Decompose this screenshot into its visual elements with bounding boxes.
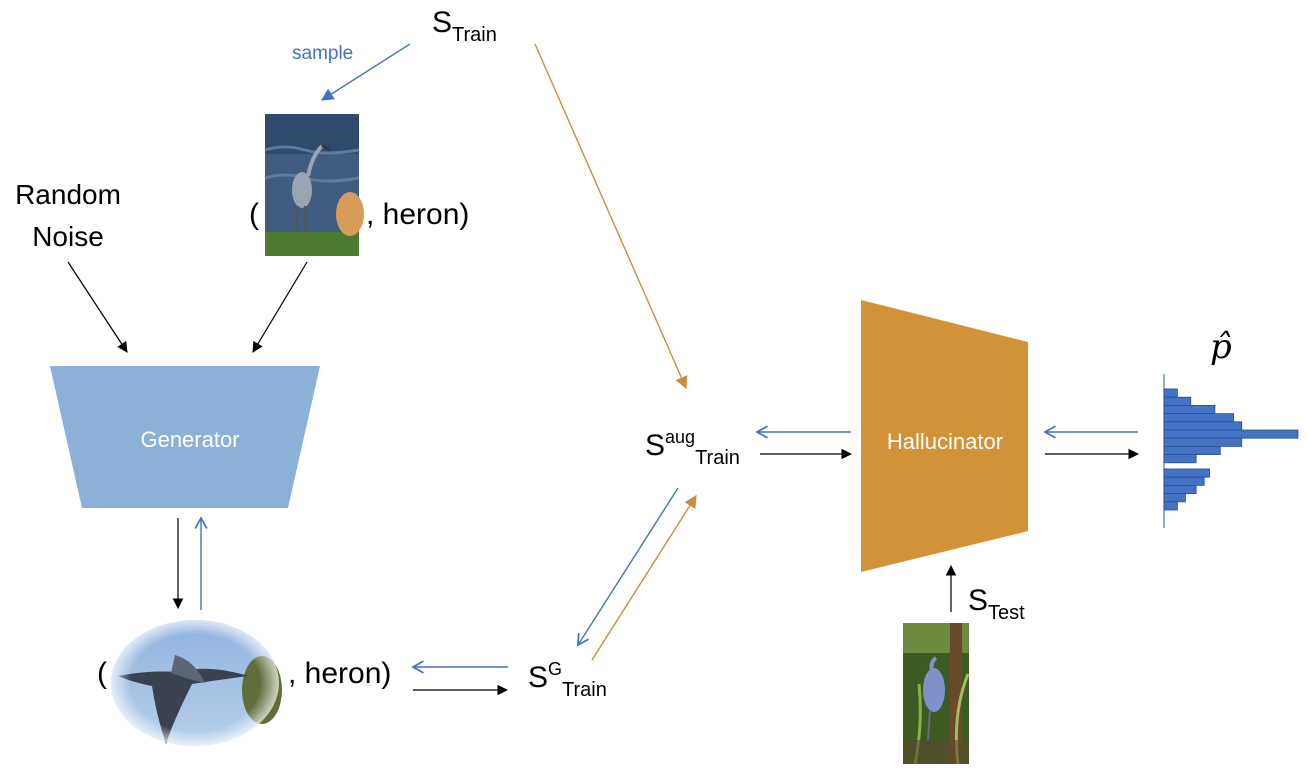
s-g-train-sup: G <box>548 659 563 679</box>
s-train-sub: Train <box>452 24 497 46</box>
random-noise-line1: Random <box>15 179 121 210</box>
random-noise-line2: Noise <box>32 221 104 252</box>
arrow-strain-sample <box>320 43 411 101</box>
heron-standing-photo <box>264 114 364 256</box>
sample-label: sample <box>292 43 354 64</box>
arrow-sample-to-generator <box>252 261 308 353</box>
histogram-bar-upper-5 <box>1163 429 1299 439</box>
histogram-bar-upper-2 <box>1163 404 1216 414</box>
gen-pair-close: , heron) <box>288 657 392 690</box>
histogram-bar-lower-4 <box>1163 501 1178 511</box>
real-pair-open: ( <box>249 198 259 231</box>
histogram-bar-upper-7 <box>1163 445 1221 455</box>
histogram <box>1163 374 1299 528</box>
s-aug-train-sup: aug <box>665 427 696 447</box>
histogram-bar-upper-0 <box>1163 388 1178 398</box>
random-noise-label: Random Noise <box>8 174 128 258</box>
histogram-bar-upper-3 <box>1163 413 1235 423</box>
histogram-bar-lower-0 <box>1163 468 1210 478</box>
heron-flying-photo <box>111 620 282 746</box>
s-g-train-base: S <box>528 661 549 694</box>
histogram-bar-upper-6 <box>1163 437 1243 447</box>
s-aug-train-label: SaugTrain <box>645 428 740 468</box>
hallucinator-shape <box>861 300 1028 572</box>
s-g-train-label: SGTrain <box>528 660 607 700</box>
s-aug-train-base: S <box>645 429 666 462</box>
s-train-base: S <box>432 6 453 39</box>
arrow-sg-to-saug <box>591 494 697 661</box>
s-g-train-sub: Train <box>562 679 607 701</box>
s-aug-train-sub: Train <box>695 447 740 469</box>
histogram-bar-upper-1 <box>1163 396 1192 406</box>
p-hat-label: p̂ <box>1210 327 1232 367</box>
histogram-bar-lower-2 <box>1163 484 1197 494</box>
histogram-bar-upper-8 <box>1163 454 1197 464</box>
arrow-noise-to-generator <box>67 261 128 353</box>
s-test-sub: Test <box>988 602 1025 624</box>
histogram-bar-lower-3 <box>1163 493 1186 503</box>
gen-pair-open: ( <box>97 657 107 690</box>
s-test-base: S <box>968 584 989 617</box>
histogram-bar-lower-1 <box>1163 476 1205 486</box>
histogram-bar-upper-4 <box>1163 421 1243 431</box>
real-pair-close: , heron) <box>366 198 470 231</box>
generator-label: Generator <box>140 427 239 452</box>
arrow-saug-to-sg-back <box>577 487 679 647</box>
s-test-label: STest <box>968 584 1025 624</box>
heron-test-photo <box>903 623 970 765</box>
s-train-label: STrain <box>432 6 497 46</box>
generator-shape <box>50 366 320 508</box>
hallucinator-label: Hallucinator <box>887 429 1003 454</box>
arrow-strain-to-saug <box>534 43 688 390</box>
